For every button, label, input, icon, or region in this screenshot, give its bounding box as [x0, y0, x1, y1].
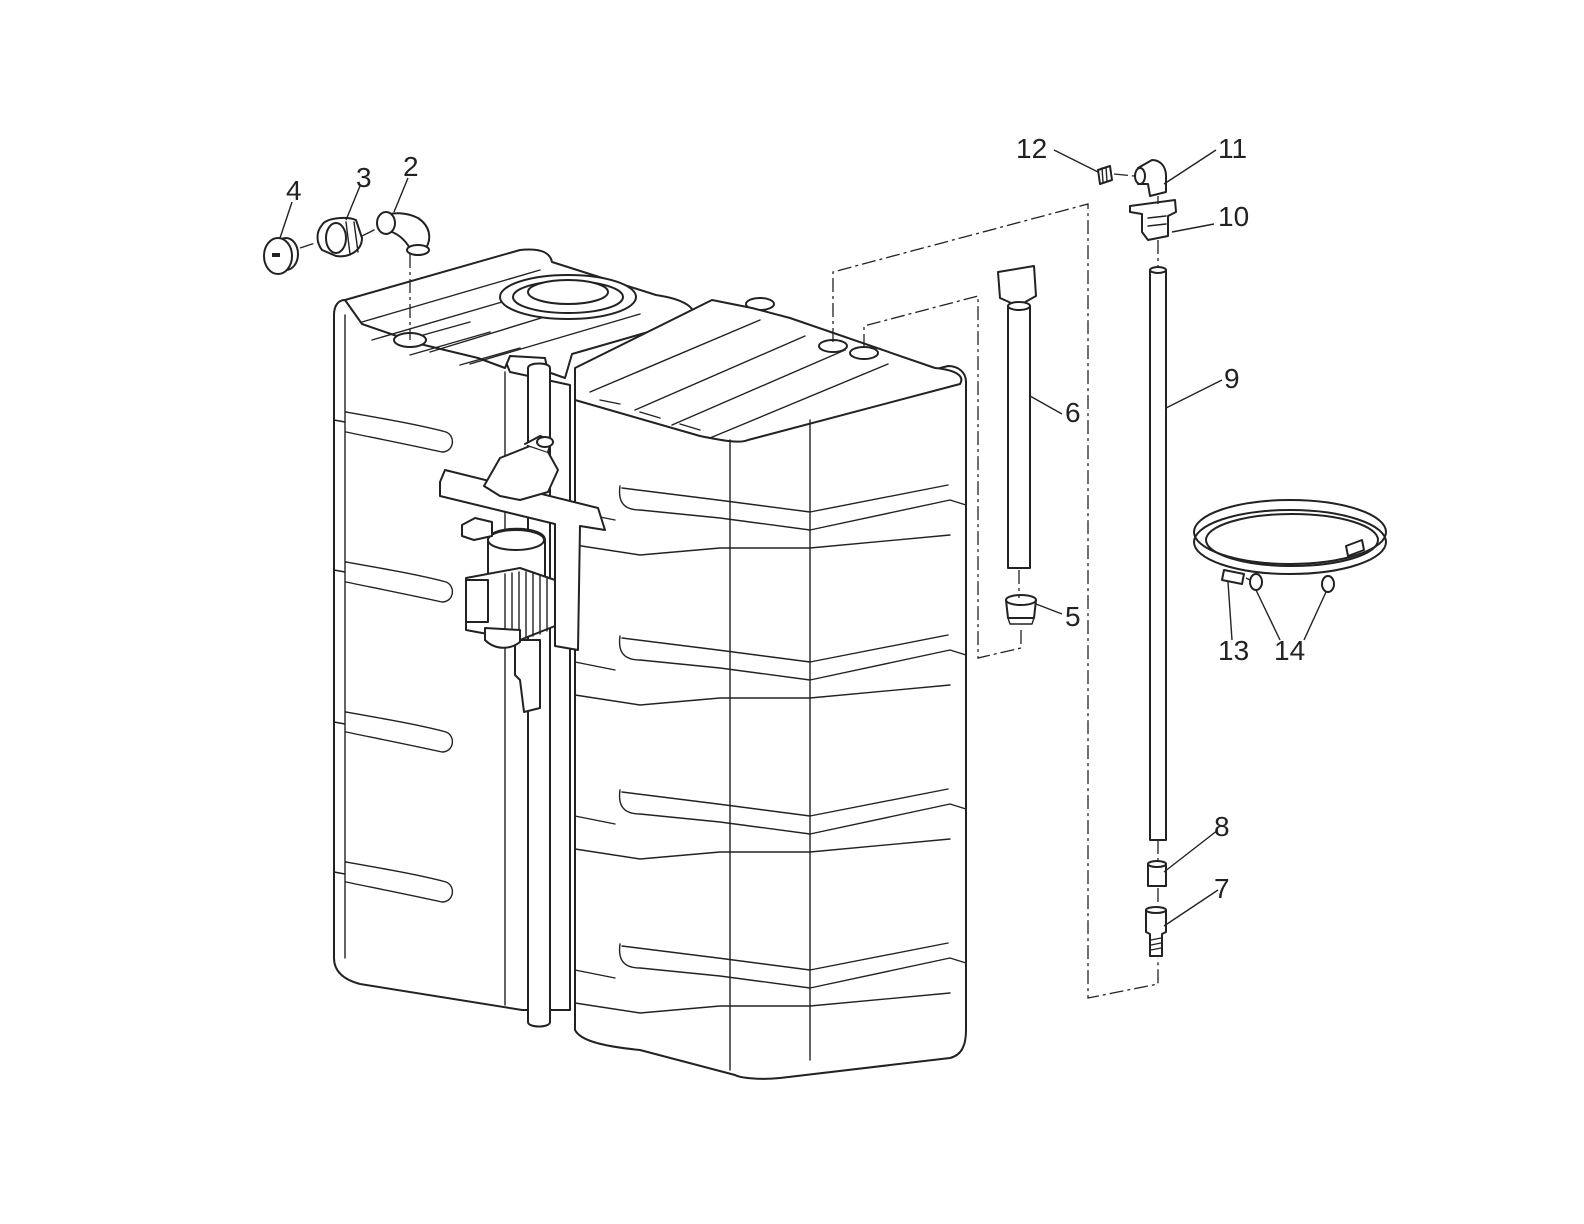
- part-2-elbow: [376, 211, 431, 256]
- part-3-coupling: [316, 216, 363, 258]
- leader-lines: [279, 149, 1327, 927]
- callout-8: 8: [1214, 811, 1230, 842]
- part-11-elbow: [1134, 159, 1167, 197]
- part-13-hose-coil: [1193, 499, 1387, 585]
- callout-14: 14: [1274, 635, 1305, 666]
- part-12-screw: [1097, 165, 1113, 185]
- part-8-nut: [1147, 860, 1167, 887]
- part-4-cap: [263, 237, 299, 275]
- callout-6: 6: [1065, 397, 1081, 428]
- part-7-nipple: [1145, 906, 1167, 957]
- leader-dash-2-4: [299, 227, 411, 340]
- callout-10: 10: [1218, 201, 1249, 232]
- part-14-clamps: [1249, 573, 1335, 593]
- callout-2: 2: [403, 151, 419, 182]
- callout-4: 4: [286, 175, 302, 206]
- callout-12: 12: [1016, 133, 1047, 164]
- part-6-suction-tube: [997, 265, 1037, 569]
- callout-7: 7: [1214, 873, 1230, 904]
- assembly-centre-lines: [832, 173, 1251, 999]
- pump-unit: [439, 435, 606, 713]
- callout-9: 9: [1224, 363, 1240, 394]
- callout-11: 11: [1218, 133, 1247, 164]
- callout-13: 13: [1218, 635, 1249, 666]
- callout-labels: 2 3 4 5 6 7 8 9 10 11 12 13 14: [286, 133, 1305, 904]
- tank-right-body: [574, 299, 967, 1080]
- callout-5: 5: [1065, 601, 1081, 632]
- callout-3: 3: [356, 162, 372, 193]
- part-5-bushing: [1005, 594, 1037, 625]
- part-10-fitting: [1129, 199, 1177, 241]
- part-9-pipe: [1149, 266, 1167, 841]
